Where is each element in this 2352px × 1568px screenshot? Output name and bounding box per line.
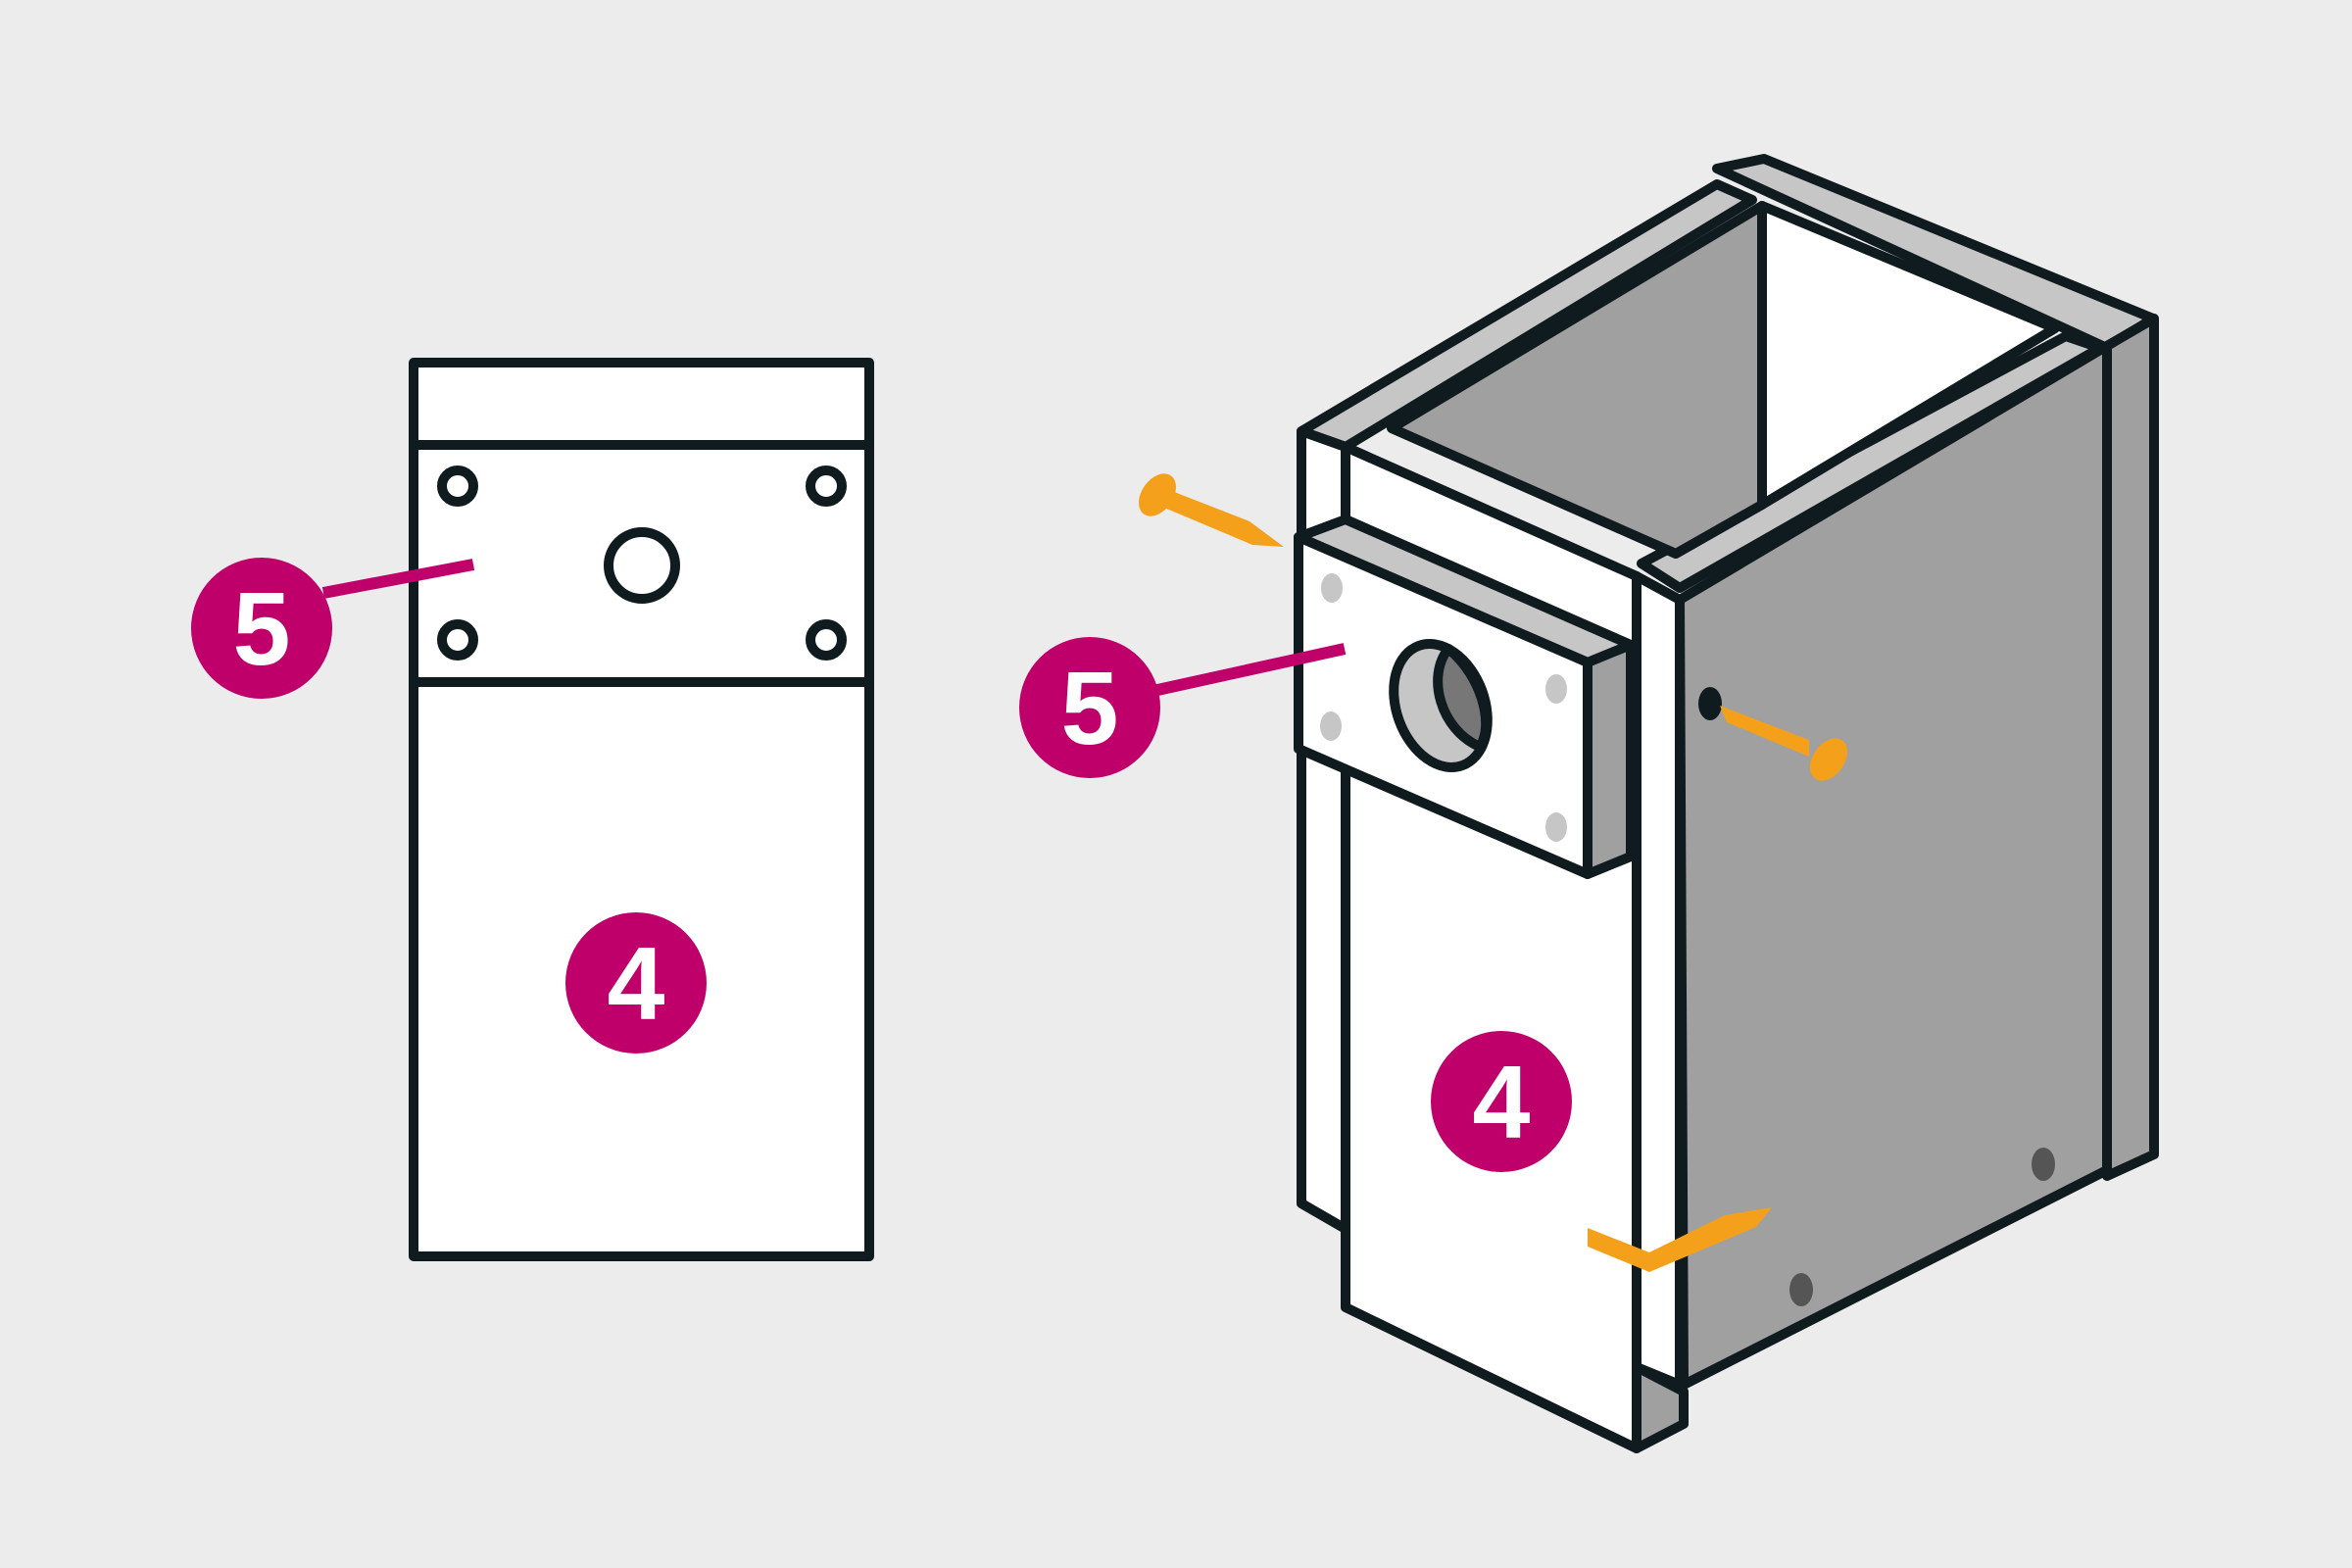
iso-callout-4-label: 4 (1473, 1045, 1531, 1160)
side-hole-lower-2 (1789, 1273, 1813, 1306)
screw-hole-top-left (437, 466, 478, 507)
iso-callout-5-badge (1019, 637, 1160, 778)
iso-plate-hole-inner (1433, 644, 1492, 752)
callout-4-label: 4 (608, 926, 665, 1042)
screw-hole-bottom-right (806, 619, 847, 661)
plate-center-hole (604, 527, 680, 604)
nail-top-left (1138, 473, 1284, 547)
iso-screw-hole-1 (1321, 573, 1343, 603)
nail-right-side (1720, 706, 1848, 781)
callout-5-leader (321, 559, 475, 599)
callout-4-badge (565, 912, 707, 1054)
right-edge-strip (2102, 314, 2159, 1181)
iso-screw-hole-2 (1320, 711, 1342, 741)
side-hole-lower-1 (2032, 1148, 2055, 1181)
iso-screw-hole-4 (1545, 812, 1567, 842)
iso-screw-hole-3 (1545, 674, 1567, 704)
screw-hole-top-right (806, 466, 847, 507)
isometric-view: 5 4 (1019, 154, 2159, 1453)
front-view: 5 4 (191, 358, 874, 1261)
iso-callout-4-badge (1431, 1031, 1572, 1172)
bottom-corner (1632, 1362, 1689, 1453)
screw-hole-bottom-left (437, 619, 478, 661)
iso-callout-5-leader (1138, 643, 1347, 700)
iso-plate-side (1583, 640, 1636, 879)
callout-5-badge (191, 558, 332, 699)
nail-bottom (1588, 1207, 1772, 1272)
callout-5-label: 5 (233, 571, 291, 687)
side-hole-upper (1698, 687, 1722, 720)
iso-callout-5-label: 5 (1061, 651, 1119, 766)
inner-left-wall (1387, 201, 1767, 559)
